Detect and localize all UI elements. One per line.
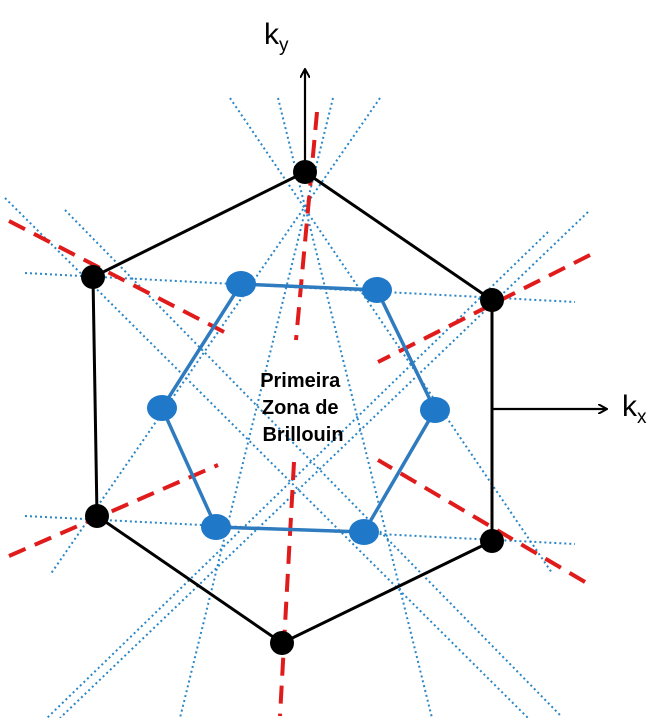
inner-point xyxy=(362,277,392,303)
dotted-line xyxy=(229,97,553,574)
vertex-point xyxy=(81,265,105,289)
dashed-line xyxy=(278,461,296,717)
vertex-point xyxy=(270,631,294,655)
inner-points xyxy=(147,271,450,545)
dashed-line xyxy=(376,458,587,584)
vertex-points xyxy=(81,160,504,655)
vertex-point xyxy=(480,288,504,312)
ky-axis-label: ky xyxy=(264,18,289,56)
dashed-line xyxy=(8,463,219,558)
dotted-line xyxy=(277,97,433,718)
dotted-line xyxy=(49,97,381,576)
inner-point xyxy=(420,397,450,423)
dashed-line xyxy=(294,111,319,341)
dashed-lines xyxy=(8,111,591,717)
zone-label: Primeira Zona de Brillouin xyxy=(260,370,346,446)
inner-point xyxy=(226,271,256,297)
dotted-line xyxy=(46,231,549,718)
inner-point xyxy=(201,514,231,540)
dashed-line xyxy=(8,219,229,336)
inner-point xyxy=(349,519,379,545)
kx-axis-label: kx xyxy=(622,390,647,428)
vertex-point xyxy=(85,504,109,528)
inner-point xyxy=(147,395,177,421)
vertex-point xyxy=(480,529,504,553)
